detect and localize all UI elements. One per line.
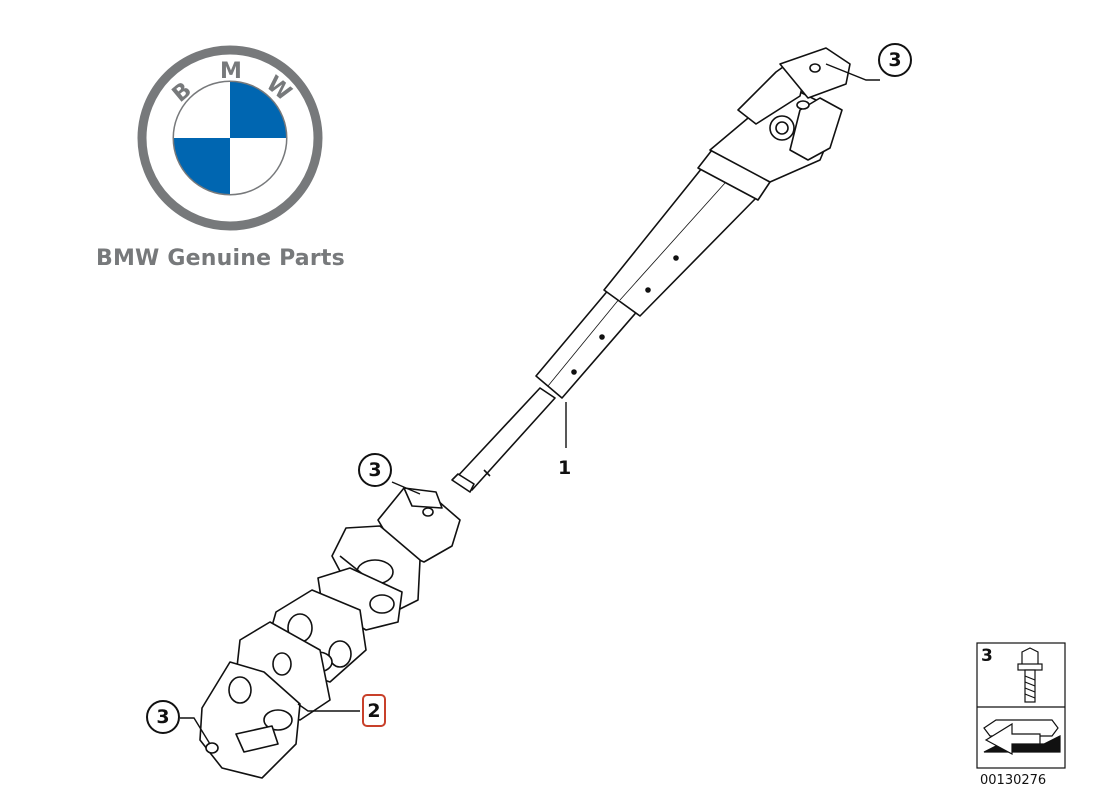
fastener-legend: [976, 642, 1066, 769]
callout-universal-joint[interactable]: 2: [362, 694, 386, 727]
legend-part-number: 3: [981, 646, 993, 666]
callout-fastener-upper[interactable]: 3: [878, 43, 912, 77]
callout-steering-shaft[interactable]: 1: [558, 457, 572, 479]
brand-caption: BMW Genuine Parts: [96, 246, 345, 271]
steering-shaft: [451, 47, 851, 493]
callout-fastener-middle[interactable]: 3: [358, 453, 392, 487]
diagram-reference-number: 00130276: [980, 773, 1047, 788]
logo-letter-m: M: [220, 59, 242, 84]
direction-arrow-icon: [983, 719, 1061, 756]
universal-joint: [199, 487, 461, 779]
leader-lines: [180, 63, 880, 745]
callout-fastener-lower[interactable]: 3: [146, 700, 180, 734]
bmw-logo-icon: B M W: [137, 45, 323, 231]
torx-bolt-icon: [1017, 647, 1043, 703]
